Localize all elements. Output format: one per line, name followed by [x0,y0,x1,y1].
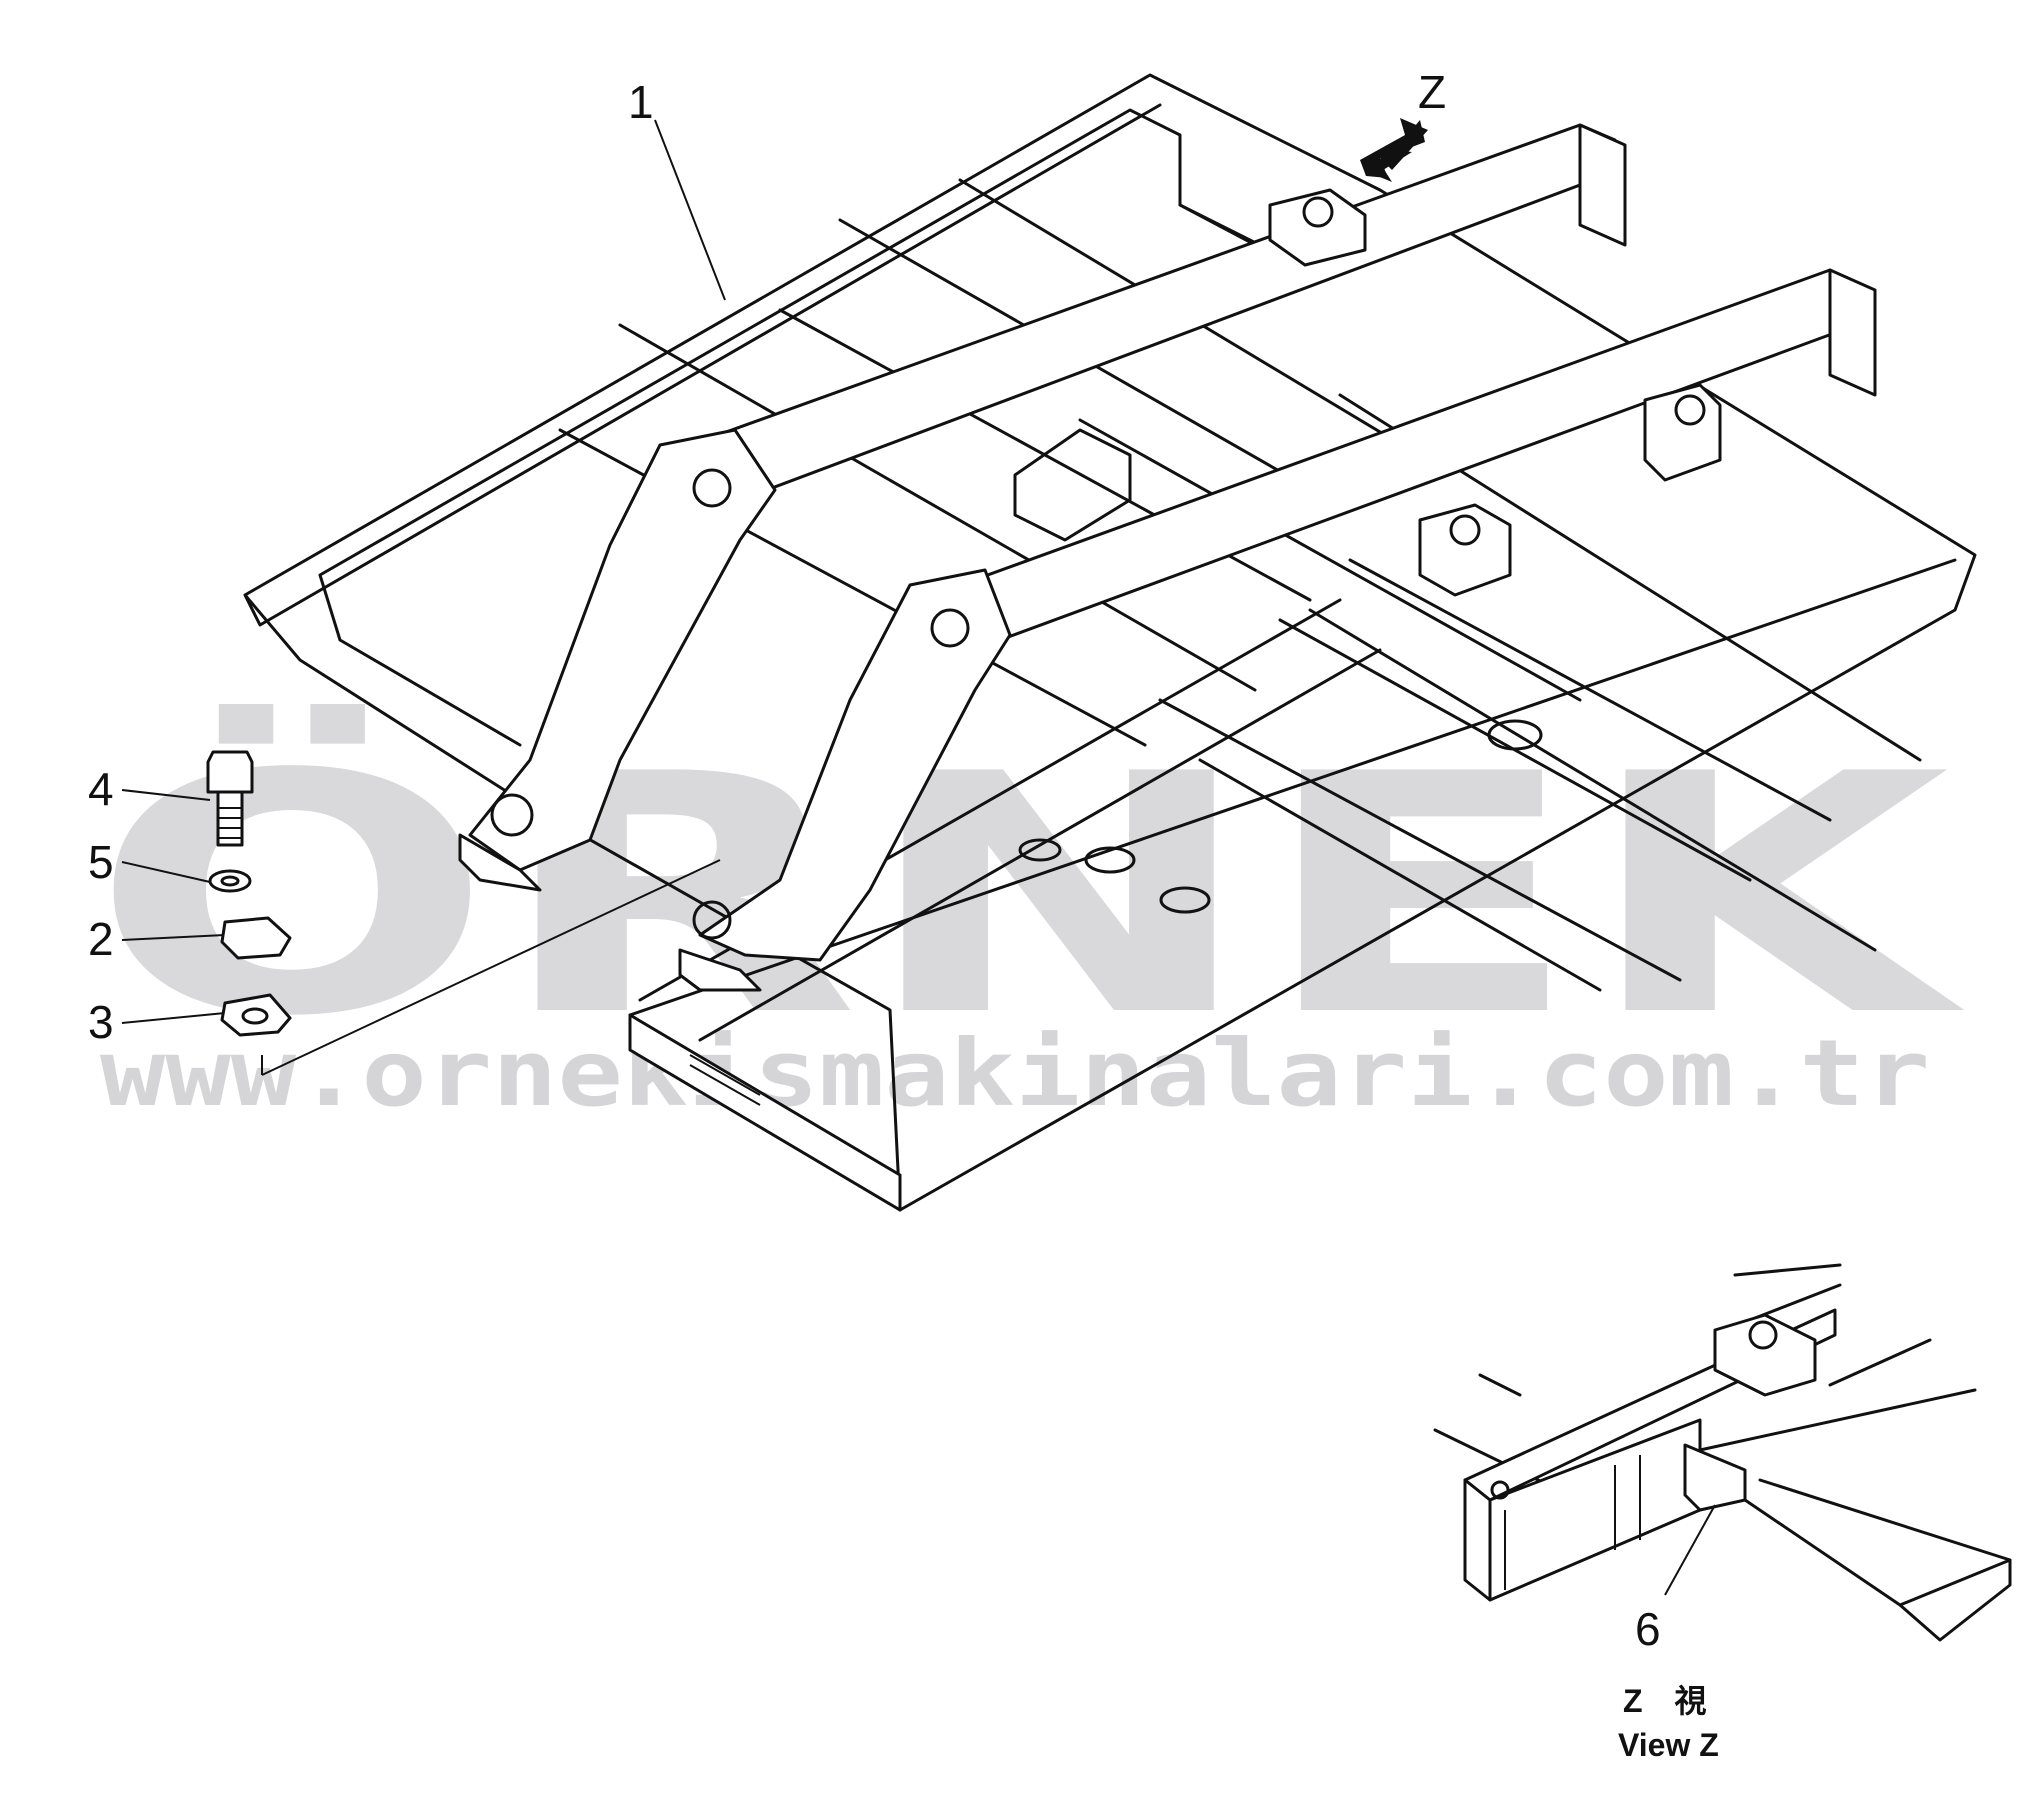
small-parts [206,750,292,1037]
lower-mount-left [458,833,542,892]
detail-side-rails [1743,1478,2012,1607]
callout-labels: 1 4 5 2 3 Z 6 Z 視 View Z [88,66,1719,1763]
slot-hole-1 [1018,838,1062,862]
front-plate [628,1013,902,1212]
detail-stopper-block [1683,1443,1747,1512]
slot-hole-4 [1487,719,1543,751]
callout-view-z: Z [1418,66,1446,118]
washer-icon [208,869,252,893]
detail-pin-block [1713,1313,1817,1397]
watermark-url: www.ornekismakinalari.com.tr [100,1020,1930,1127]
bolt-icon [206,750,254,847]
pin-block-top [1268,188,1367,267]
slot-hole-2 [1084,846,1136,874]
lift-link-right [698,568,1012,962]
callout-1: 1 [628,76,654,128]
callout-2: 2 [88,913,114,965]
leader-part-5 [121,861,211,883]
pin-block-mid [1643,383,1722,482]
watermark-brand: ÖRNEK [90,701,1968,1088]
callout-leaders [121,119,726,1076]
callout-3: 3 [88,996,114,1048]
leader-part-2 [121,934,226,941]
detail-view-drawing [1433,1263,2012,1642]
callout-5: 5 [88,836,114,888]
link-left-eye-bottom [490,793,534,837]
leader-part-6 [1664,1504,1716,1596]
cover-plate-icon [220,916,292,960]
callout-4: 4 [88,763,114,815]
view-arrow [1360,118,1428,182]
leader-assembly-line [261,859,721,1076]
bracket-far-right [1828,268,1877,397]
detail-bracket [1463,1478,1492,1602]
link-right-eye-bottom [692,900,732,940]
link-right-eye-top [930,608,970,648]
bracket-far-left [1578,123,1627,247]
detail-beam-lines [1504,1455,1641,1590]
frame-inner-wall-right [638,393,1922,1042]
lift-link-left [468,428,777,872]
detail-caption-en: View Z [1618,1727,1719,1763]
center-housing [1013,428,1132,542]
slot-hole-3 [1159,886,1211,914]
arrow-head-icon [1360,118,1428,178]
boom-arms [458,123,1877,992]
detail-caption-jp: Z 視 [1623,1683,1707,1719]
detail-slanted-end [1898,1558,2012,1642]
pin-hole-low [1449,514,1481,546]
detail-pin-hole [1748,1320,1778,1350]
link-left-eye-top [692,468,732,508]
leader-part-3 [121,1012,226,1024]
watermark: ÖRNEK www.ornekismakinalari.com.tr [90,701,1968,1127]
detail-hole-left [1490,1480,1510,1500]
callout-6: 6 [1635,1603,1661,1655]
pin-hole-top [1302,196,1334,228]
leader-part-4 [121,789,211,801]
pin-block-low [1418,503,1512,597]
pin-hole-mid [1674,394,1706,426]
leader-part-1 [654,119,726,301]
lower-mount-right [678,948,762,992]
gasket-icon [220,993,292,1037]
main-frame-drawing [243,73,1977,1212]
front-plate-holes [689,1054,761,1106]
